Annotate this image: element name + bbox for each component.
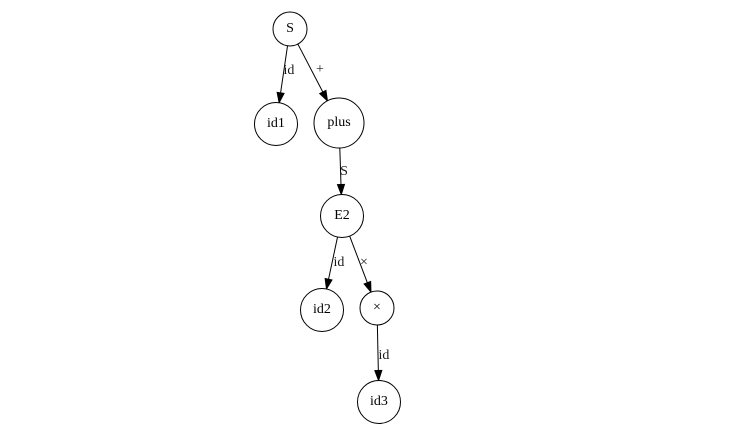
edge-S-plus: + — [297, 43, 329, 103]
edge-label-E2-id2: id — [334, 255, 345, 270]
arrowhead-icon — [363, 280, 372, 294]
node-plus: plus — [313, 97, 365, 149]
node-circle-id3 — [357, 380, 401, 424]
node-circle-E2 — [320, 194, 364, 238]
node-times: × — [359, 290, 395, 326]
arrowhead-icon — [324, 277, 333, 291]
arrowhead-icon — [276, 91, 285, 105]
arrowhead-icon — [374, 369, 383, 383]
node-circle-id2 — [300, 288, 344, 332]
node-S: S — [272, 11, 308, 47]
node-label-id2: id2 — [313, 302, 331, 317]
edge-line-S-plus — [297, 43, 324, 93]
node-label-plus: plus — [327, 115, 350, 130]
edge-label-times-id3: id — [379, 348, 390, 363]
edge-E2-id2: id — [324, 236, 345, 291]
edge-label-S-plus: + — [316, 62, 324, 77]
edge-line-plus-E2 — [339, 147, 342, 185]
edge-label-E2-times: × — [360, 255, 368, 270]
node-id3: id3 — [357, 380, 401, 424]
node-circle-id1 — [254, 102, 298, 146]
edge-plus-E2: S — [336, 147, 348, 197]
node-label-times: × — [373, 300, 381, 315]
node-label-E2: E2 — [334, 208, 350, 223]
edge-line-E2-times — [349, 235, 368, 283]
node-label-id1: id1 — [267, 116, 285, 131]
edge-E2-times: × — [349, 235, 372, 294]
node-label-S: S — [286, 21, 294, 36]
edge-S-id1: id — [276, 45, 295, 105]
node-circle-plus — [313, 97, 365, 149]
edge-line-S-id1 — [280, 45, 289, 93]
edge-label-S-id1: id — [284, 63, 295, 78]
node-id1: id1 — [254, 102, 298, 146]
edge-label-plus-E2: S — [340, 164, 348, 179]
arrowhead-icon — [318, 89, 329, 103]
arrowhead-icon — [336, 183, 346, 197]
node-id2: id2 — [300, 288, 344, 332]
node-E2: E2 — [320, 194, 364, 238]
edge-line-times-id3 — [376, 324, 379, 371]
edge-times-id3: id — [374, 324, 390, 383]
node-label-id3: id3 — [370, 394, 388, 409]
node-circle-times — [359, 290, 395, 326]
edge-line-E2-id2 — [328, 236, 339, 280]
node-circle-S — [272, 11, 308, 47]
